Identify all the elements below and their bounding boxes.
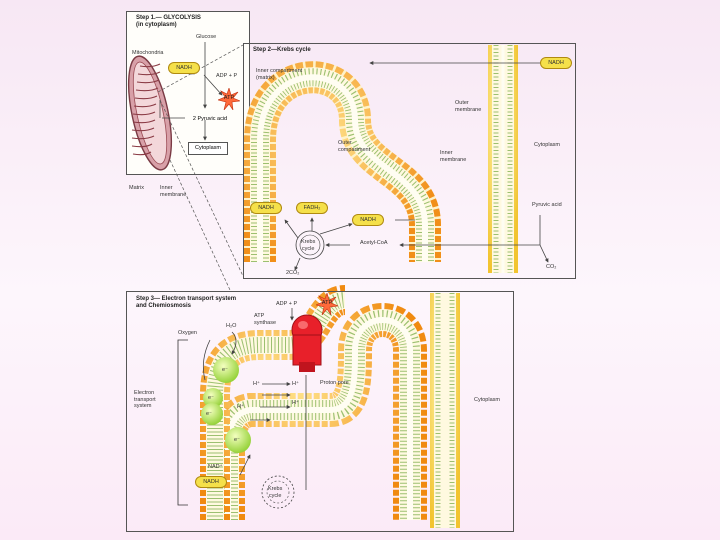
nadh-step1: NADH [168,62,200,74]
atp-star-step3: ATP [316,293,338,315]
acetyl-coa-label: Acetyl-CoA [360,240,388,246]
atp-synthase [291,314,323,372]
mitochondrion-sketch [127,55,173,171]
electron-3: e⁻ [206,411,212,417]
matrix-label: Matrix [129,185,144,191]
electron-carriers [201,357,251,453]
pyruvic-label-step2: Pyruvic acid [532,202,562,208]
adp-p-label-step1: ADP + P [216,73,238,79]
nad-plus-label: NAD⁺ [208,464,223,470]
electron-4: e⁻ [234,437,240,443]
glucose-label: Glucose [196,34,217,40]
h-plus-2: H⁺ [292,381,299,387]
cytoplasm-box-step1: Cytoplasm [188,142,228,155]
outer-compartment-label: Outer compartment [338,140,371,153]
fadh2-step2: FADH₂ [296,202,328,214]
krebs-cycle-label-step2: Krebs cycle [301,239,316,252]
electron-2: e⁻ [208,395,214,401]
etc-panel [126,291,514,532]
co2-left-label: 2CO₂ [286,270,300,276]
krebs-panel [243,43,576,279]
adp-p-label-step3: ADP + P [276,301,298,307]
krebs-membrane [244,45,518,273]
glycolysis-title: Step 1.— GLYCOLYSIS (in cytoplasm) [136,15,201,28]
h2o-label: H₂O [226,323,237,329]
cytoplasm-label-step2: Cytoplasm [534,142,560,148]
h-plus-3: H⁺ [292,400,299,406]
mitochondria-label: Mitochondria [132,50,164,56]
etc-title: Step 3— Electron transport system and Ch… [136,296,237,309]
inner-membrane-label-step1: Inner membrane [160,185,187,198]
nadh-top-step2: NADH [540,57,572,69]
proton-pore-label: Proton pore [320,380,349,386]
krebs-cycle-label-step3: Krebs cycle [268,486,283,499]
co2-right-label: CO₂ [546,264,557,270]
electron-transport-label: Electron transport system [134,390,156,409]
atp-synthase-label: ATP synthase [254,313,277,326]
pyruvic-label-step1: 2 Pyruvic acid [192,116,228,122]
nadh-mid-step2: NADH [352,214,384,226]
nadh-step3: NADH [195,476,227,488]
electron-1: e⁻ [222,367,228,373]
nadh-left-step2: NADH [250,202,282,214]
atp-label-step1: ATP [223,95,235,101]
atp-label-step3: ATP [321,300,333,306]
outer-membrane-label: Outer membrane [455,100,482,113]
cytoplasm-label-step3: Cytoplasm [474,397,500,403]
oxygen-label: Oxygen [178,330,197,336]
h-plus-4: H⁺ [237,404,244,410]
atp-star-step1: ATP [218,88,240,110]
inner-membrane-label-step2: Inner membrane [440,150,467,163]
krebs-title: Step 2—Krebs cycle [253,47,311,53]
h-plus-1: H⁺ [253,381,260,387]
inner-compartment-label: Inner compartment (matrix) [256,68,303,81]
